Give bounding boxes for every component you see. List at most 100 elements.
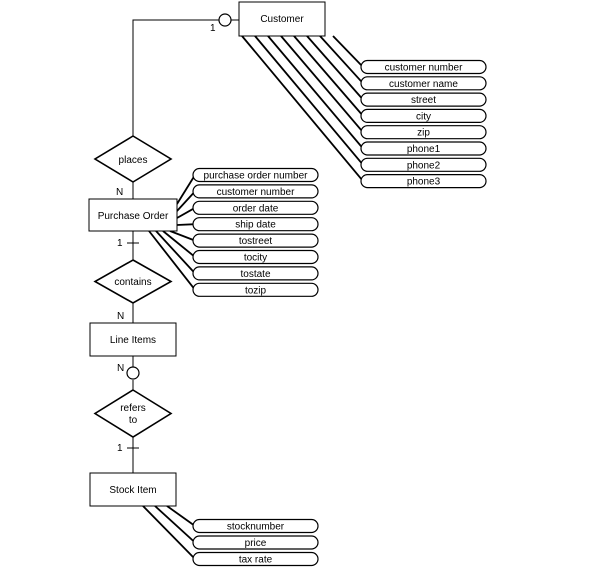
relationship-places[interactable]: places <box>93 135 173 183</box>
customer-attribute[interactable]: phone3 <box>360 174 487 189</box>
entity-customer-label: Customer <box>260 14 304 25</box>
cardinality-po-one: 1 <box>117 238 123 249</box>
cardinality-places-many: N <box>116 187 123 198</box>
purchase-order-connector <box>148 230 196 291</box>
customer-attribute[interactable]: zip <box>360 125 487 140</box>
customer-attribute[interactable]: phone1 <box>360 141 487 156</box>
stock-item-attribute-label: stocknumber <box>227 522 285 533</box>
relationship-refers-to-label-line1: refers <box>120 403 146 414</box>
relationship-places-diamond <box>93 135 173 183</box>
entity-stock-item[interactable]: Stock Item <box>89 472 177 507</box>
stock-item-attribute-connectors <box>142 505 196 560</box>
stock-item-attribute-oval <box>192 535 319 550</box>
customer-connector <box>254 35 364 166</box>
purchase-order-attribute-label: order date <box>233 203 279 214</box>
entity-line-items-label: Line Items <box>110 335 156 346</box>
purchase-order-attribute-oval <box>192 217 319 232</box>
purchase-order-attribute[interactable]: tostreet <box>192 233 319 248</box>
customer-attribute-oval <box>360 125 487 140</box>
customer-attribute-label: customer number <box>385 63 463 74</box>
customer-attribute-oval <box>360 76 487 91</box>
purchase-order-connector <box>176 174 196 205</box>
purchase-order-attribute[interactable]: order date <box>192 200 319 215</box>
stock-item-attribute[interactable]: tax rate <box>192 551 319 567</box>
purchase-order-attribute-label: tostreet <box>239 236 273 247</box>
purchase-order-attribute-oval <box>192 266 319 281</box>
purchase-order-attribute-oval <box>192 249 319 265</box>
purchase-order-attribute-connectors <box>148 174 196 291</box>
purchase-order-attribute-label: customer number <box>217 187 295 198</box>
entity-line-items[interactable]: Line Items <box>89 322 177 357</box>
customer-attribute[interactable]: phone2 <box>360 157 487 172</box>
stock-item-connector <box>142 505 196 560</box>
cardinality-contains-many: N <box>117 311 124 322</box>
customer-attribute-oval <box>360 108 487 124</box>
customer-attribute[interactable]: customer number <box>360 59 487 75</box>
purchase-order-attribute[interactable]: tozip <box>192 282 319 297</box>
entity-line-items-box <box>89 322 177 357</box>
customer-attribute[interactable]: city <box>360 108 487 124</box>
customer-connector <box>319 35 364 84</box>
entity-purchase-order[interactable]: Purchase Order <box>88 198 178 232</box>
purchase-order-connector <box>155 230 196 275</box>
purchase-order-attributes: purchase order number customer number orde… <box>192 167 319 297</box>
cardinality-stock-one: 1 <box>117 443 123 454</box>
cardinality-lineitems-many: N <box>117 363 124 374</box>
purchase-order-connector <box>176 223 196 226</box>
customer-attribute-label: street <box>411 95 436 106</box>
customer-attribute-oval <box>360 92 487 107</box>
customer-attribute-connectors <box>241 35 364 182</box>
relationship-contains-diamond <box>93 259 173 304</box>
lineitems-optional-circle <box>126 366 140 380</box>
purchase-order-attribute-oval <box>192 233 319 248</box>
customer-places-connector <box>132 19 219 136</box>
customer-attribute-label: phone3 <box>407 177 441 188</box>
customer-attribute-label: phone2 <box>407 160 441 171</box>
customer-attribute-label: city <box>416 111 431 122</box>
purchase-order-attribute[interactable]: tocity <box>192 249 319 265</box>
customer-connector <box>306 35 364 101</box>
purchase-order-attribute-oval <box>192 282 319 297</box>
purchase-order-connector <box>176 207 196 219</box>
entity-stock-item-box <box>89 472 177 507</box>
stock-item-attribute[interactable]: price <box>192 535 319 550</box>
relationship-refers-to[interactable]: refers to <box>93 389 173 438</box>
purchase-order-connector <box>176 190 196 212</box>
stock-item-attribute-label: tax rate <box>239 555 273 566</box>
customer-connector <box>293 35 364 117</box>
customer-connector <box>280 35 364 133</box>
entity-purchase-order-label: Purchase Order <box>98 211 169 222</box>
customer-attribute[interactable]: customer name <box>360 76 487 91</box>
cardinality-customer-one: 1 <box>210 23 216 34</box>
relationship-refers-to-label-line2: to <box>129 415 138 426</box>
customer-connector <box>267 35 364 150</box>
stock-item-attribute[interactable]: stocknumber <box>192 518 319 534</box>
purchase-order-attribute[interactable]: tostate <box>192 266 319 281</box>
customer-connector <box>332 35 364 68</box>
purchase-order-connector <box>162 230 196 258</box>
entity-customer[interactable]: Customer <box>238 1 326 37</box>
customer-attribute-label: zip <box>417 128 430 139</box>
customer-connector <box>241 35 364 182</box>
relationship-contains-label: contains <box>114 277 151 288</box>
stock-item-attribute-oval <box>192 551 319 567</box>
purchase-order-connector <box>169 230 196 242</box>
stock-item-attributes: stocknumber price tax rate <box>192 518 319 567</box>
purchase-order-attribute[interactable]: purchase order number <box>192 167 319 183</box>
customer-attribute-oval <box>360 157 487 172</box>
entity-stock-item-label: Stock Item <box>109 485 156 496</box>
stock-item-connector <box>166 505 196 527</box>
relationship-contains[interactable]: contains <box>93 259 173 304</box>
relationship-places-label: places <box>119 155 148 166</box>
purchase-order-attribute[interactable]: ship date <box>192 217 319 232</box>
customer-attribute-label: phone1 <box>407 144 441 155</box>
customer-attribute-oval <box>360 141 487 156</box>
customer-optional-circle <box>218 13 232 27</box>
customer-attribute[interactable]: street <box>360 92 487 107</box>
customer-attribute-oval <box>360 59 487 75</box>
purchase-order-attribute[interactable]: customer number <box>192 184 319 199</box>
stock-item-attribute-oval <box>192 518 319 534</box>
customer-attribute-oval <box>360 174 487 189</box>
entity-customer-box <box>238 1 326 37</box>
